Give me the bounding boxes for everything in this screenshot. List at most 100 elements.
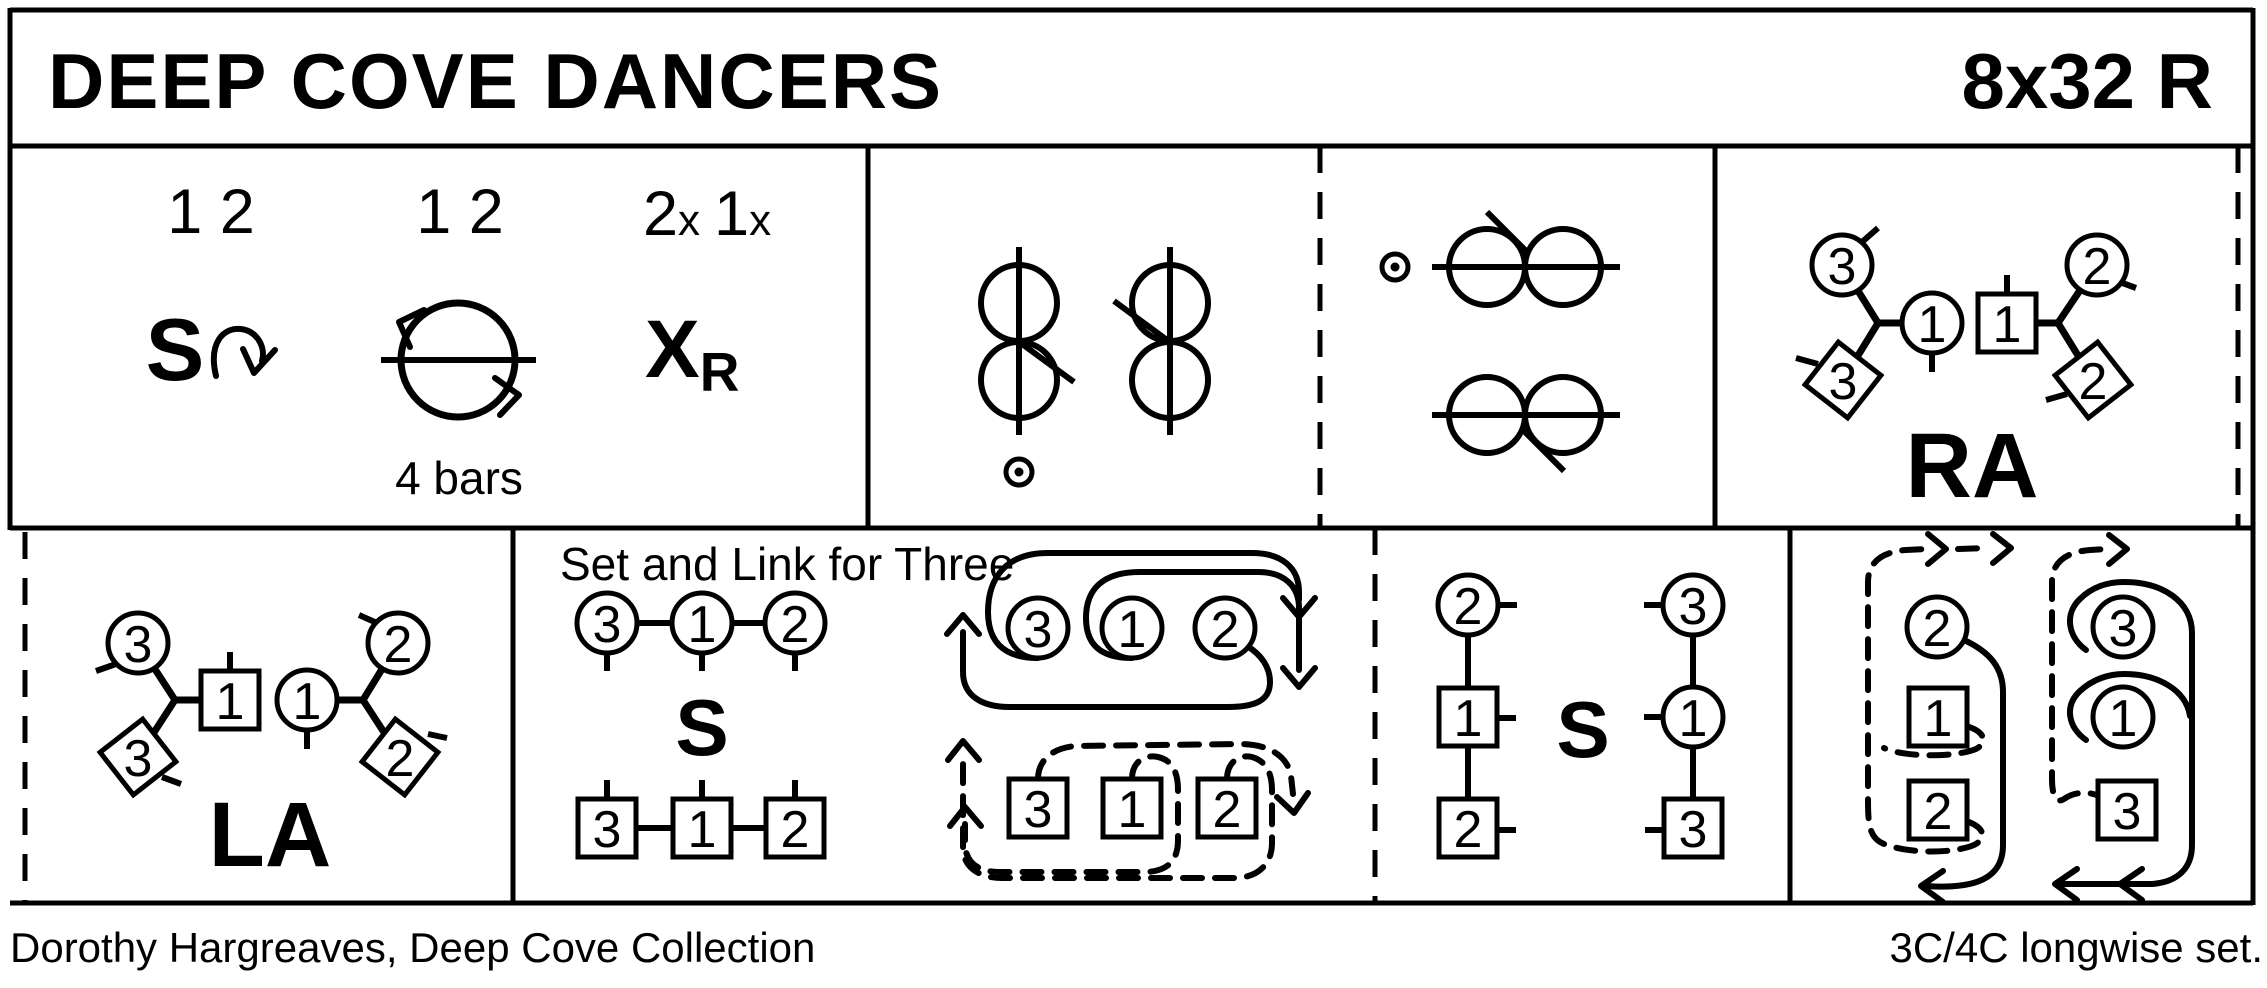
la-woman1-circle <box>274 667 340 733</box>
pos-1: 1 <box>714 179 749 249</box>
couples-label-second: 1 2 <box>416 177 504 247</box>
link-woman1-number: 1 <box>1118 601 1147 659</box>
chase-left-woman-path <box>1918 637 2006 905</box>
ra-woman2-number: 2 <box>2083 238 2112 296</box>
set-symbol: S <box>675 683 728 772</box>
set-type-label: 3C/4C longwise set. <box>1889 924 2263 971</box>
cell-chase: 2 1 2 3 1 3 <box>1865 531 2195 905</box>
link-man3-square <box>1006 776 1070 840</box>
right-col-woman3-circle <box>1660 572 1726 638</box>
la-woman1-number: 1 <box>293 673 322 731</box>
start-position-marker-icon <box>1379 251 1411 283</box>
start-position-marker-icon <box>1003 456 1035 488</box>
set-symbol: S <box>146 300 205 399</box>
right-col-man3-square <box>1661 796 1725 860</box>
set-and-link-caption: Set and Link for Three <box>560 538 1014 590</box>
la-man2-diamond <box>358 715 442 799</box>
women-row: 3 1 2 <box>574 590 828 671</box>
chase-left-man2-square <box>1906 778 1970 842</box>
la-woman3-circle <box>105 610 171 676</box>
link-woman1-circle <box>1099 595 1165 661</box>
arrow-up-icon <box>945 738 982 763</box>
rotate-arrow-icon <box>210 325 278 379</box>
woman3-number: 3 <box>593 596 622 654</box>
la-woman2-circle <box>365 610 431 676</box>
cell-figures-of-eight-vertical <box>978 247 1211 488</box>
pos-2: 2 <box>643 179 678 249</box>
ra-woman3-circle <box>1809 232 1875 298</box>
left-col-number-2: 1 <box>1454 690 1483 748</box>
woman2-circle <box>762 590 828 656</box>
chase-right-man-path <box>2049 532 2130 804</box>
link-paths-women: 3 1 2 <box>944 550 1318 710</box>
chase-right-women-path <box>2052 579 2195 903</box>
arrow-right-icon <box>1925 531 1949 567</box>
link-man1-number: 1 <box>1118 781 1147 839</box>
right-col-number-3: 3 <box>1679 801 1708 859</box>
la-label: LA <box>209 784 332 886</box>
facing-ticks <box>1498 602 1663 833</box>
right-col-woman1-circle <box>1660 684 1726 750</box>
chase-right-man3-square <box>2095 778 2159 842</box>
ra-spokes <box>1839 263 2100 382</box>
cell-left-hands-across: 3 3 1 1 2 2 LA <box>95 610 448 886</box>
cross-hand-sub: R <box>700 341 740 403</box>
link-woman2-circle <box>1192 595 1258 661</box>
chase-right-woman3-circle <box>2090 594 2156 660</box>
link-woman2-number: 2 <box>1211 601 1240 659</box>
arrow-right-icon <box>2106 532 2130 567</box>
link-man1-square <box>1100 776 1164 840</box>
couples-label-first: 1 2 <box>167 177 255 247</box>
turn-both-hands-icon <box>381 299 536 421</box>
link-woman3-number: 3 <box>1024 601 1053 659</box>
link-woman3-circle <box>1005 595 1071 661</box>
la-man2-number: 2 <box>386 730 415 788</box>
man2-square <box>763 796 827 860</box>
dance-title: DEEP COVE DANCERS <box>48 37 943 125</box>
chase-left-men-path <box>1865 531 2014 855</box>
left-col-number-3: 2 <box>1454 801 1483 859</box>
link-man3-number: 3 <box>1024 781 1053 839</box>
arrow-left-icon <box>2052 866 2080 903</box>
pos-1-crossed-marker: x <box>749 196 771 245</box>
man1-square <box>670 796 734 860</box>
ra-man1-number: 1 <box>1993 296 2022 354</box>
cell-right-hands-across: 3 3 1 1 2 2 RA <box>1795 225 2138 517</box>
left-col-man1-square <box>1436 685 1500 749</box>
set-symbol: S <box>1556 685 1609 774</box>
repeat-code: 8x32 R <box>1961 37 2213 125</box>
woman3-circle <box>574 590 640 656</box>
cell-set-facing: 2 1 2 3 1 3 S <box>1435 572 1726 860</box>
ra-man3-diamond <box>1801 338 1885 422</box>
figure-eight-bottom-icon <box>1432 374 1620 474</box>
arrow-right-icon <box>1990 531 2014 566</box>
chase-left-number-1: 2 <box>1923 600 1952 658</box>
chase-right-number-1: 3 <box>2109 600 2138 658</box>
left-col-woman2-circle <box>1435 572 1501 638</box>
cell-set-and-link: Set and Link for Three 3 1 2 S 3 1 <box>560 538 1318 881</box>
la-spokes <box>135 641 403 759</box>
man3-square <box>575 796 639 860</box>
pos-2-crossed-marker: x <box>678 196 700 245</box>
arrow-left-icon <box>1918 868 1946 905</box>
arrow-down-icon <box>1280 665 1318 690</box>
figure-eight-right-icon <box>1112 247 1211 435</box>
arrow-down-icon <box>1274 790 1311 816</box>
bars-duration-label: 4 bars <box>395 452 523 504</box>
la-woman3-number: 3 <box>124 616 153 674</box>
right-col-number-1: 3 <box>1679 578 1708 636</box>
woman2-number: 2 <box>781 596 810 654</box>
cross-letter: X <box>645 304 700 395</box>
cross-symbol: XR <box>645 304 739 403</box>
la-man1-square <box>198 668 262 732</box>
chase-right-number-3: 3 <box>2113 783 2142 841</box>
left-col-number-1: 2 <box>1454 578 1483 636</box>
ra-woman1-number: 1 <box>1918 296 1947 354</box>
chase-left-number-2: 1 <box>1924 690 1953 748</box>
chase-right-woman1-circle <box>2090 684 2156 750</box>
ra-man2-number: 2 <box>2079 353 2108 411</box>
deviser-credit: Dorothy Hargreaves, Deep Cove Collection <box>10 924 815 971</box>
